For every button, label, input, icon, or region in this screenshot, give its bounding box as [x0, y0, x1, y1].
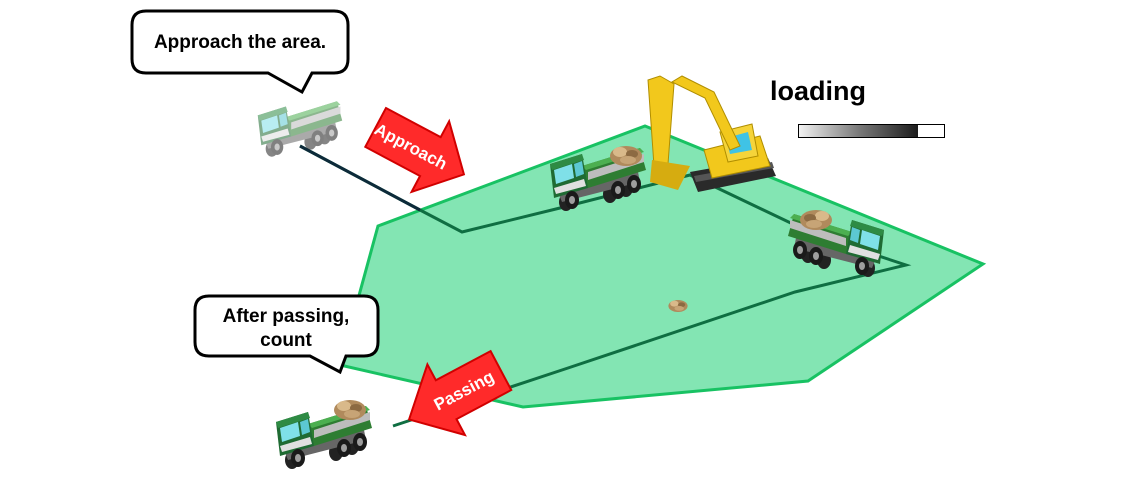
approach-arrow: Approach — [363, 106, 466, 194]
truck-icon — [276, 400, 372, 469]
truck-path-entry — [299, 144, 421, 212]
passing-arrow: Passing — [407, 349, 513, 437]
excavator-icon — [647, 75, 776, 192]
rock-icon — [668, 300, 688, 312]
truck-icon — [257, 101, 343, 157]
after-passing-text-line2: count — [260, 330, 312, 351]
truck-path — [299, 144, 912, 428]
after-passing-bubble: After passing, count — [193, 294, 380, 375]
loading-label: loading — [770, 76, 866, 106]
loading-progress-fill — [799, 125, 918, 137]
approach-bubble: Approach the area. — [130, 9, 350, 95]
after-passing-text-line1: After passing, — [223, 306, 350, 327]
approach-bubble-text: Approach the area. — [154, 32, 326, 53]
loading-progress-bar — [798, 124, 945, 138]
